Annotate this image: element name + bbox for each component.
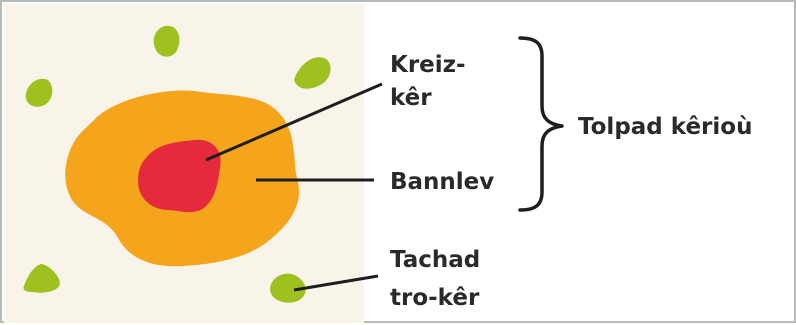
- suburb-label: Bannlev: [390, 169, 494, 195]
- center-leader-line: [205, 82, 383, 162]
- satellite-town-top: [153, 25, 180, 57]
- satellite-leader-line: [293, 274, 379, 292]
- satellite-label-line2: tro-kêr: [390, 285, 480, 311]
- center-label-line1: Kreiz-: [390, 52, 466, 78]
- satellite-town-right: [294, 57, 331, 89]
- satellite-label-line1: Tachad: [390, 247, 480, 273]
- satellite-town-bottom-left: [23, 264, 60, 293]
- center-label-line2: kêr: [390, 85, 432, 111]
- satellite-town-bottom: [270, 273, 306, 303]
- agglomeration-label: Tolpad kêrioù: [578, 114, 752, 140]
- city-center-area: [138, 139, 221, 213]
- satellite-town-left: [25, 78, 53, 107]
- agglomeration-brace: [518, 36, 564, 212]
